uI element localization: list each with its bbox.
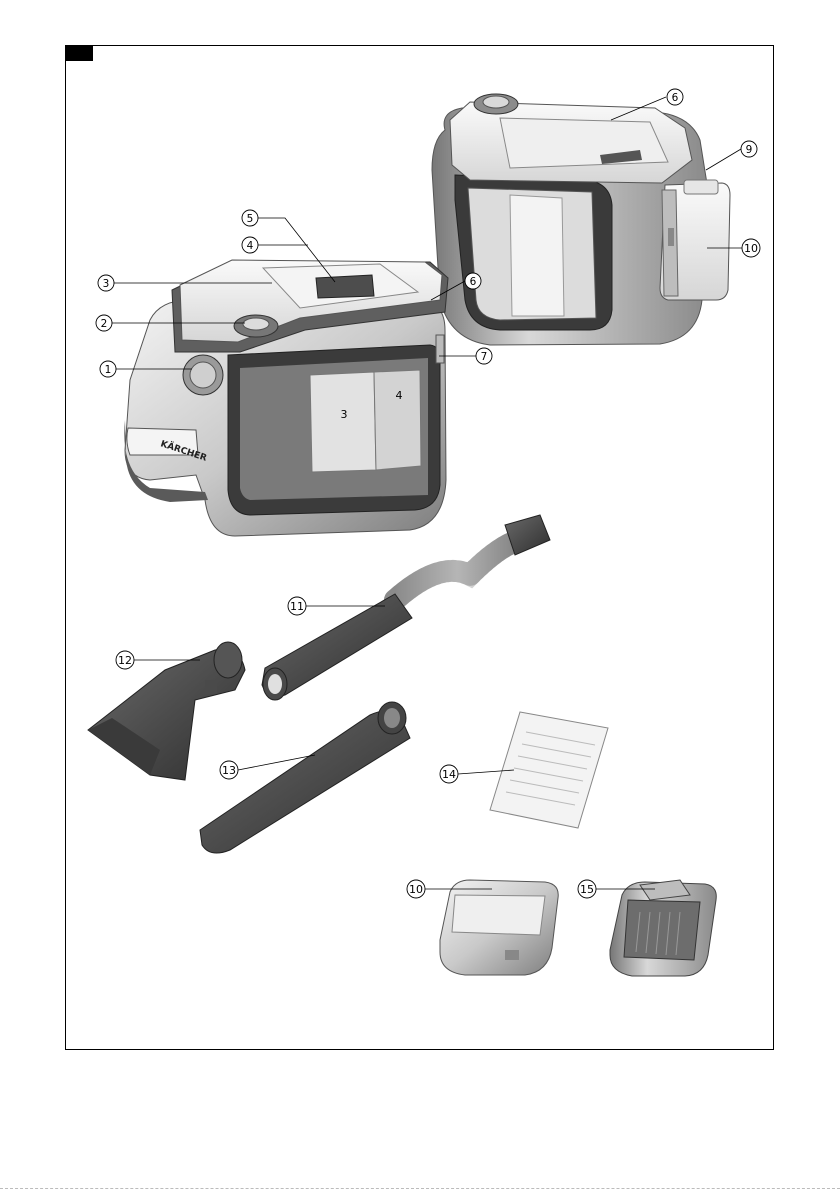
callout-9: 9 [746,144,753,156]
device-rear-view [432,94,730,345]
callout-14: 14 [442,768,456,781]
callout-15: 15 [580,883,594,896]
device-panel-label-4: 4 [396,389,403,402]
callout-10-rear: 10 [744,242,758,255]
safety-leaflet [490,712,608,828]
callout-10-battery: 10 [409,883,423,896]
device-panel-label-3: 3 [341,408,348,421]
callout-13: 13 [222,764,236,777]
callout-2: 2 [101,318,108,330]
callout-6-front: 6 [470,276,477,288]
battery-pack [440,880,558,975]
callout-4: 4 [247,240,254,252]
callout-3: 3 [103,278,110,290]
callout-12: 12 [118,654,132,667]
upholstery-nozzle [88,642,245,780]
callout-1: 1 [105,364,112,376]
callout-11: 11 [290,600,304,613]
callout-7: 7 [481,351,488,363]
callout-6-rear: 6 [672,92,679,104]
page-bottom-edge [0,1188,840,1189]
callout-5: 5 [247,213,254,225]
battery-charger [610,880,716,976]
